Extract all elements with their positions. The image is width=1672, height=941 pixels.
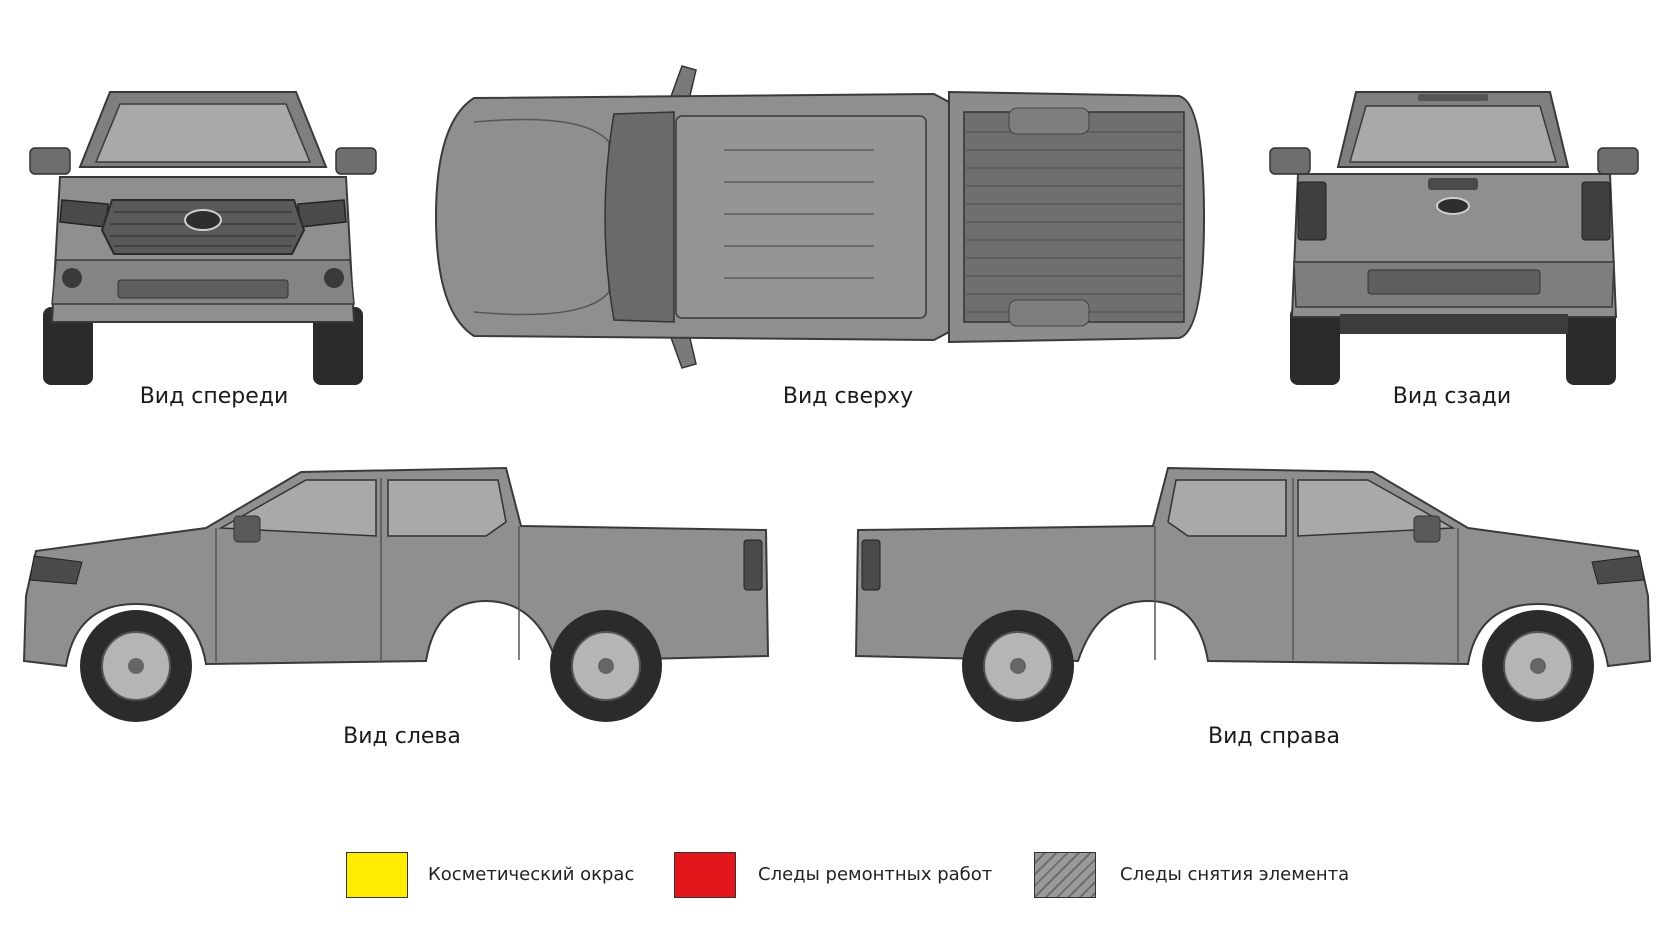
top-view-label: Вид сверху [782,384,914,409]
front-view[interactable] [28,82,378,392]
left-side-view[interactable] [16,456,786,726]
legend-swatch-cosmetic [346,852,408,898]
rear-view-label: Вид сзади [1392,384,1512,409]
legend-swatch-removal [1034,852,1096,898]
front-view-drawing [29,91,377,385]
right-side-view[interactable] [848,456,1658,726]
legend-swatch-repair [674,852,736,898]
rear-view[interactable] [1268,82,1640,392]
legend-label-cosmetic: Косметический окрас [428,864,635,885]
legend-label-removal: Следы снятия элемента [1120,864,1350,885]
left-side-view-label: Вид слева [343,724,461,749]
front-view-label: Вид спереди [139,384,289,409]
right-side-view-drawing [854,466,1652,722]
top-view-drawing [434,65,1206,369]
legend-label-repair: Следы ремонтных работ [758,864,993,885]
left-side-view-drawing [22,466,770,722]
rear-view-drawing [1269,91,1639,385]
top-view[interactable] [434,62,1224,382]
right-side-view-label: Вид справа [1208,724,1340,749]
